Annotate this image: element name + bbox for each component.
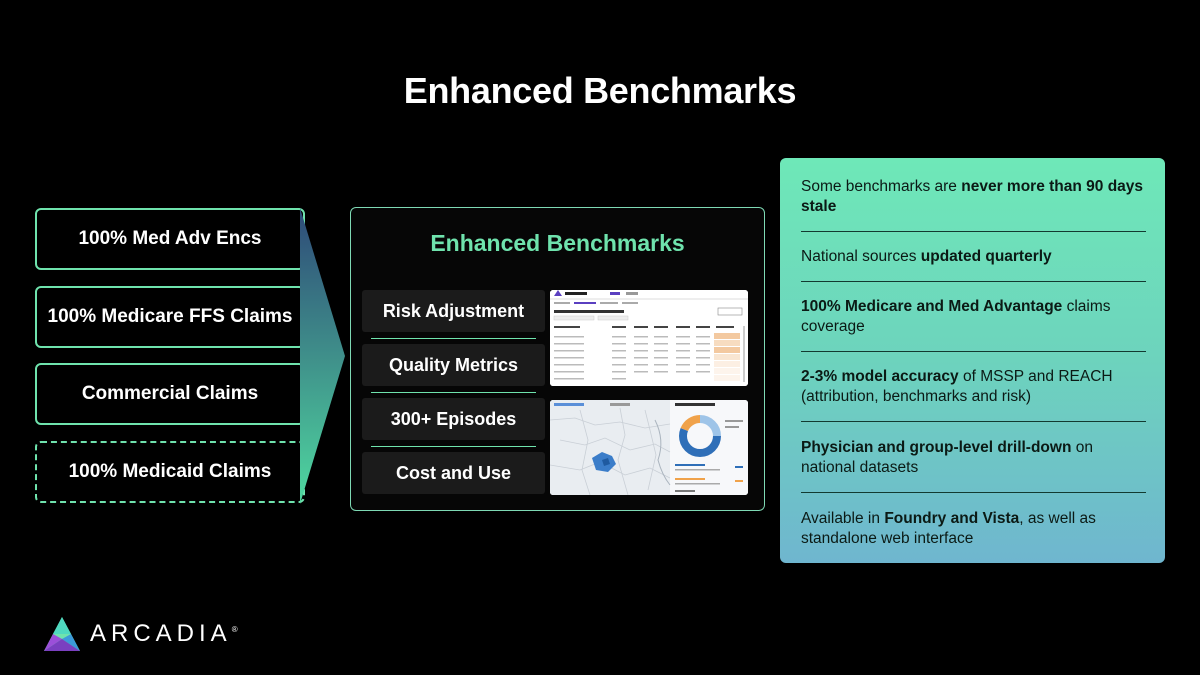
- arcadia-logo-mark-icon: [44, 617, 80, 651]
- category-divider: [371, 338, 536, 339]
- feature-item: National sources updated quarterly: [801, 248, 1052, 265]
- feature-divider: [801, 351, 1146, 352]
- feature-item: Available in Foundry and Vista, as well …: [801, 510, 1096, 547]
- features-panel: Some benchmarks are never more than 90 d…: [780, 158, 1165, 563]
- page-title: Enhanced Benchmarks: [403, 70, 797, 111]
- geography-map-screenshot: [550, 400, 748, 495]
- funnel-arrow: [300, 208, 345, 504]
- feature-divider: [801, 421, 1146, 422]
- benchmark-table-screenshot: [550, 290, 748, 386]
- category-episodes: 300+ Episodes: [362, 398, 545, 440]
- source-commercial-claims: Commercial Claims: [35, 363, 305, 425]
- arcadia-logo: ARCADIA®: [44, 617, 238, 651]
- enhanced-benchmarks-panel: Enhanced Benchmarks Risk Adjustment Qual…: [350, 207, 765, 511]
- feature-divider: [801, 281, 1146, 282]
- source-medicare-ffs-claims: 100% Medicare FFS Claims: [35, 286, 305, 348]
- feature-item: Physician and group-level drill-down on …: [801, 439, 1093, 476]
- feature-divider: [801, 492, 1146, 493]
- feature-item: Some benchmarks are never more than 90 d…: [801, 178, 1144, 215]
- category-divider: [371, 446, 536, 447]
- feature-item: 2-3% model accuracy of MSSP and REACH (a…: [801, 368, 1113, 405]
- category-cost-and-use: Cost and Use: [362, 452, 545, 494]
- category-divider: [371, 392, 536, 393]
- logo-wordmark: ARCADIA®: [90, 620, 238, 647]
- feature-divider: [801, 231, 1146, 232]
- feature-item: 100% Medicare and Med Advantage claims c…: [801, 298, 1111, 335]
- source-med-adv-encs: 100% Med Adv Encs: [35, 208, 305, 270]
- source-medicaid-claims: 100% Medicaid Claims: [35, 441, 305, 503]
- panel-title: Enhanced Benchmarks: [430, 230, 685, 256]
- category-quality-metrics: Quality Metrics: [362, 344, 545, 386]
- category-risk-adjustment: Risk Adjustment: [362, 290, 545, 332]
